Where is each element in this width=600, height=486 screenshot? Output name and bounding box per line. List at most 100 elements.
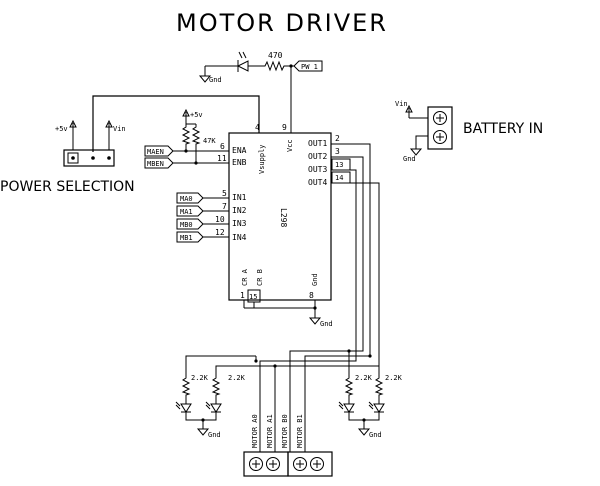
- svg-text:+5v: +5v: [190, 111, 203, 119]
- pin-ena: ENA: [232, 146, 247, 155]
- led-icon: [338, 401, 355, 413]
- pin-in2: IN2: [232, 206, 247, 215]
- vcc-label: Vcc: [286, 139, 294, 152]
- svg-text:47K: 47K: [203, 137, 216, 145]
- svg-text:Vin: Vin: [395, 100, 408, 108]
- pin-enb: ENB: [232, 158, 247, 167]
- svg-text:6: 6: [220, 142, 225, 151]
- ground-icon: [197, 424, 209, 436]
- mb1-net-label: MB1: [176, 231, 204, 243]
- mben-net-label: MBEN: [144, 157, 174, 169]
- crb-label: CR B: [256, 269, 264, 286]
- svg-text:12: 12: [215, 228, 225, 237]
- mb0-net-label: MB0: [176, 218, 204, 230]
- resistor-icon: [262, 60, 288, 72]
- power-arrow-icon: [182, 109, 190, 123]
- status-led-circuit: Gnd 470 PW 1: [199, 51, 323, 133]
- svg-text:MB1: MB1: [180, 234, 193, 242]
- pw1-net-label: PW 1: [293, 60, 323, 72]
- svg-text:9: 9: [282, 123, 287, 132]
- svg-text:2.2K: 2.2K: [228, 374, 246, 382]
- motor-a-leds: 2.2K 2.2K Gnd: [175, 355, 277, 439]
- svg-text:+5v: +5v: [55, 125, 68, 133]
- svg-text:Gnd: Gnd: [403, 155, 416, 163]
- pin-in4: IN4: [232, 233, 247, 242]
- ma1-net-label: MA1: [176, 205, 204, 217]
- svg-text:8: 8: [309, 291, 314, 300]
- svg-text:10: 10: [215, 215, 225, 224]
- gnd-label: Gnd: [209, 76, 222, 84]
- svg-text:PW 1: PW 1: [301, 63, 318, 71]
- pin-out4: OUT4: [308, 178, 327, 187]
- ground-icon: [358, 424, 370, 436]
- svg-text:2.2K: 2.2K: [355, 374, 373, 382]
- resistor-icon: [182, 374, 190, 398]
- enable-pullup: +5v 47K MAEN MBEN 6 11: [144, 109, 229, 169]
- chip-part-label: L298: [279, 208, 288, 227]
- resistor-icon: [212, 374, 220, 398]
- led-icon: [205, 401, 222, 413]
- svg-text:7: 7: [222, 202, 227, 211]
- resistor-icon: [192, 123, 200, 147]
- jumper-header-icon: [63, 149, 115, 167]
- l298-chip: L298 Vsupply Vcc 4 9 ENA ENB IN1 IN2 IN3…: [228, 123, 332, 301]
- ground-icon: [410, 144, 422, 156]
- pin-out1: OUT1: [308, 139, 327, 148]
- power-arrow-icon: [105, 120, 113, 134]
- motor-b1-label: MOTOR B1: [296, 414, 304, 448]
- led-icon: [236, 51, 249, 72]
- motor-b0-label: MOTOR B0: [281, 414, 289, 448]
- motor-terminals: MOTOR A0 MOTOR A1 MOTOR B0 MOTOR B1: [243, 414, 333, 477]
- resistor-470-label: 470: [268, 51, 283, 60]
- ma0-net-label: MA0: [176, 192, 204, 204]
- gnd-pin-label: Gnd: [311, 273, 319, 286]
- power-selection: +5v Vin POWER SELECTION: [0, 95, 260, 195]
- svg-text:MB0: MB0: [180, 221, 193, 229]
- motor-b-leds: 2.2K 2.2K Gnd: [338, 349, 403, 439]
- screw-terminal-icon: [243, 451, 289, 477]
- input-nets: MA0 MA1 MB0 MB1 5 7 10 12: [176, 189, 229, 243]
- svg-text:Gnd: Gnd: [369, 431, 382, 439]
- screw-terminal-icon: [427, 106, 453, 150]
- chip-ground: 15 1 8 Gnd: [240, 289, 333, 328]
- svg-text:14: 14: [335, 174, 343, 182]
- cra-label: CR A: [241, 268, 249, 286]
- battery-in-label: BATTERY IN: [463, 121, 543, 137]
- svg-text:1: 1: [240, 291, 245, 300]
- svg-text:Vin: Vin: [113, 125, 126, 133]
- svg-text:4: 4: [255, 123, 260, 132]
- resistor-icon: [345, 374, 353, 398]
- svg-text:15: 15: [249, 293, 257, 301]
- svg-text:Gnd: Gnd: [320, 320, 333, 328]
- resistor-icon: [182, 123, 190, 147]
- pin-in3: IN3: [232, 219, 247, 228]
- svg-text:5: 5: [222, 189, 227, 198]
- motor-a0-label: MOTOR A0: [251, 414, 259, 448]
- power-arrow-icon: [69, 120, 77, 134]
- pin-out2: OUT2: [308, 152, 327, 161]
- ground-icon: [309, 313, 321, 325]
- maen-net-label: MAEN: [144, 145, 174, 157]
- screw-terminal-icon: [287, 451, 333, 477]
- svg-text:2.2K: 2.2K: [385, 374, 403, 382]
- led-icon: [368, 401, 385, 413]
- resistor-icon: [375, 374, 383, 398]
- svg-text:MAEN: MAEN: [147, 148, 164, 156]
- motor-a1-label: MOTOR A1: [266, 414, 274, 448]
- battery-input: Vin Gnd BATTERY IN: [395, 100, 543, 163]
- page-title: MOTOR DRIVER: [176, 9, 388, 37]
- svg-text:13: 13: [335, 161, 343, 169]
- pin-in1: IN1: [232, 193, 247, 202]
- led-icon: [175, 401, 192, 413]
- svg-text:2: 2: [335, 134, 340, 143]
- svg-text:3: 3: [335, 147, 340, 156]
- svg-text:11: 11: [217, 154, 227, 163]
- svg-text:MBEN: MBEN: [147, 160, 164, 168]
- svg-text:2.2K: 2.2K: [191, 374, 209, 382]
- svg-text:MA1: MA1: [180, 208, 193, 216]
- svg-text:Gnd: Gnd: [208, 431, 221, 439]
- pin-out3: OUT3: [308, 165, 327, 174]
- svg-text:MA0: MA0: [180, 195, 193, 203]
- vsupply-label: Vsupply: [258, 144, 266, 174]
